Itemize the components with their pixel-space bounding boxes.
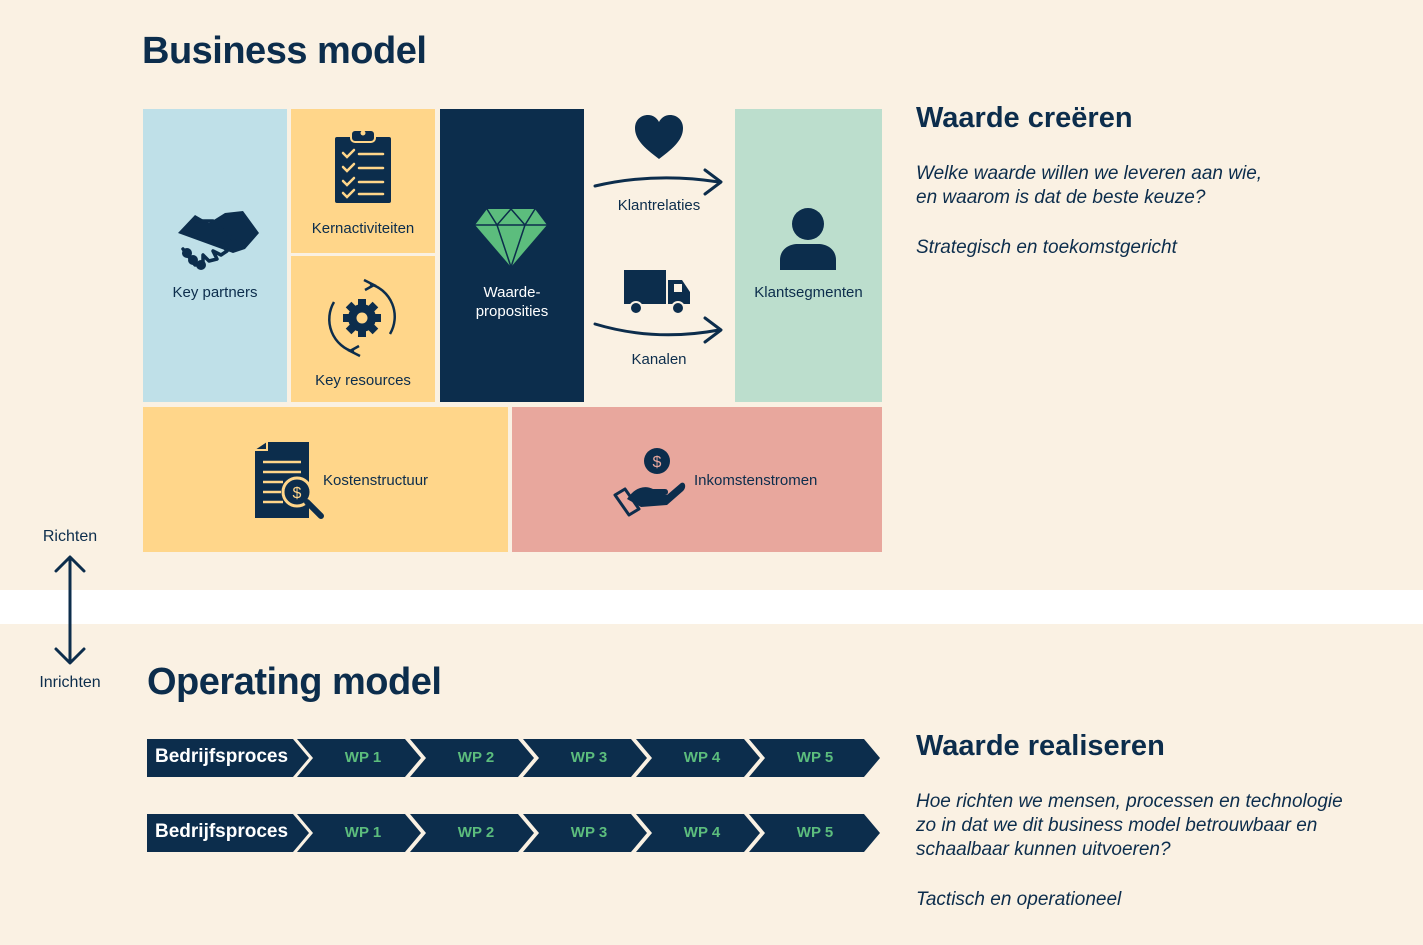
kanalen-arrow [593, 316, 723, 344]
process-row-2-step-2: WP 2 [457, 824, 495, 841]
inkomstenstromen-block: $ Inkomstenstromen [512, 407, 882, 552]
waarde-creeren-question-line1: Welke waarde willen we leveren aan wie, [916, 163, 1263, 184]
waarde-realiseren-question-line3: schaalbaar kunnen uitvoeren? [916, 839, 1171, 860]
document-dollar-icon: $ [255, 442, 324, 519]
process-row-2-shapes [147, 814, 880, 852]
axis-label-inrichten: Inrichten [39, 674, 101, 691]
waarde-creeren-heading: Waarde creëren [916, 102, 1133, 134]
key-resources-label: Key resources [315, 372, 411, 389]
klantrelaties-arrow [593, 168, 723, 196]
kanalen-label: Kanalen [631, 351, 687, 368]
handshake-icon [178, 211, 259, 270]
waardeproposities-block: Waarde- proposities [440, 109, 584, 402]
waarde-realiseren-tagline: Tactisch en operationeel [916, 889, 1122, 910]
truck-icon [624, 270, 690, 315]
axis-label-richten: Richten [42, 528, 98, 545]
process-row-1-shapes [147, 739, 880, 777]
process-row-1-step-5: WP 5 [796, 749, 834, 766]
waarde-realiseren-heading: Waarde realiseren [916, 730, 1165, 762]
inkomstenstromen-label: Inkomstenstromen [694, 472, 818, 489]
kernactiviteiten-label: Kernactiviteiten [311, 220, 415, 237]
svg-text:$: $ [293, 485, 302, 502]
process-row-1: Bedrijfsproces WP 1 WP 2 WP 3 WP 4 WP 5 [147, 739, 887, 777]
process-row-2-step-3: WP 3 [570, 824, 608, 841]
process-row-1-label: Bedrijfsproces [155, 746, 289, 767]
hand-coin-icon: $ [613, 448, 686, 517]
process-row-2: Bedrijfsproces WP 1 WP 2 WP 3 WP 4 WP 5 [147, 814, 887, 852]
process-row-2-step-1: WP 1 [344, 824, 382, 841]
business-model-title: Business model [142, 30, 427, 72]
operating-model-title: Operating model [147, 661, 442, 703]
key-partners-block: Key partners [143, 109, 287, 402]
waarde-realiseren-question-line1: Hoe richten we mensen, processen en tech… [916, 791, 1343, 812]
process-row-2-step-4: WP 4 [683, 824, 721, 841]
kostenstructuur-label: Kostenstructuur [323, 472, 429, 489]
process-row-1-step-1: WP 1 [344, 749, 382, 766]
kostenstructuur-block: $ Kostenstructuur [143, 407, 508, 552]
waardeproposities-label-line2: proposities [475, 303, 549, 320]
person-icon [780, 208, 836, 270]
waarde-creeren-tagline: Strategisch en toekomstgericht [916, 237, 1177, 258]
klantrelaties-label: Klantrelaties [617, 197, 701, 214]
diamond-icon [475, 207, 547, 268]
waarde-creeren-question-line2: en waarom is dat de beste keuze? [916, 187, 1206, 208]
key-partners-label: Key partners [172, 284, 258, 301]
process-row-1-step-3: WP 3 [570, 749, 608, 766]
double-arrow-icon [54, 555, 86, 665]
process-row-2-label: Bedrijfsproces [155, 821, 289, 842]
svg-text:$: $ [653, 454, 662, 471]
klantsegmenten-block: Klantsegmenten [735, 109, 882, 402]
process-row-2-step-5: WP 5 [796, 824, 834, 841]
heart-icon [635, 115, 683, 159]
klantsegmenten-label: Klantsegmenten [754, 284, 863, 301]
process-row-1-step-2: WP 2 [457, 749, 495, 766]
key-resources-block: Key resources [291, 256, 435, 402]
process-row-1-step-4: WP 4 [683, 749, 721, 766]
waarde-realiseren-question-line2: zo in dat we dit business model betrouwb… [916, 815, 1318, 836]
waardeproposities-label-line1: Waarde- [483, 284, 541, 301]
gear-cycle-icon [328, 278, 396, 358]
kernactiviteiten-block: Kernactiviteiten [291, 109, 435, 253]
operating-model-band [0, 624, 1423, 945]
clipboard-icon [335, 129, 391, 203]
